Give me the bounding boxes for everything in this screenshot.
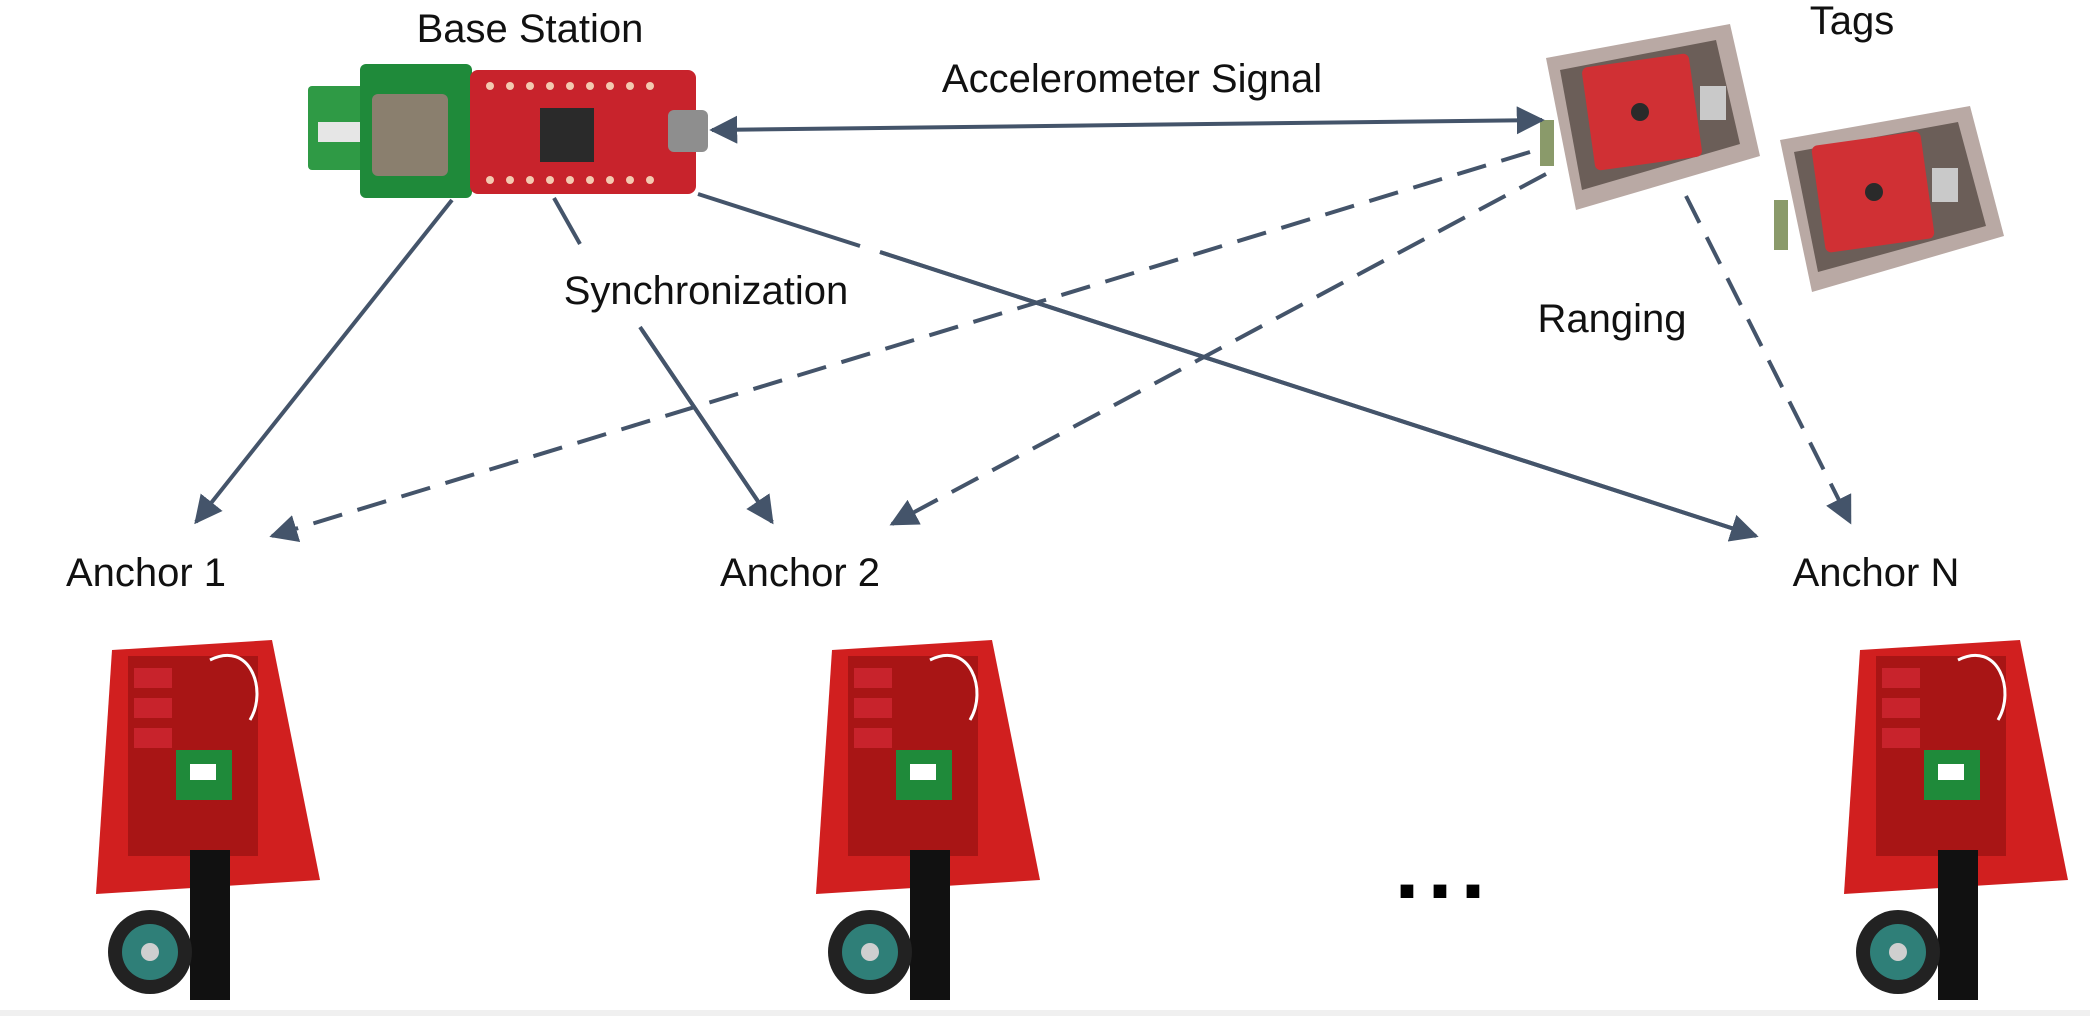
anchor-1-label: Anchor 1	[66, 551, 226, 595]
base-station-label: Base Station	[417, 7, 644, 51]
accelerometer-arrow	[709, 106, 1545, 144]
ranging-arrow-anchor-2	[889, 172, 1547, 526]
anchor-device-image	[1842, 638, 2070, 1002]
anchor-n-label: Anchor N	[1793, 551, 1960, 595]
bottom-divider	[0, 1010, 2090, 1016]
ranging-arrow-anchor-n	[1684, 195, 1852, 525]
anchor-2-label: Anchor 2	[720, 551, 880, 595]
tag-device-image	[1774, 106, 2004, 292]
tag-device-image	[1540, 24, 1760, 210]
anchor-device-image	[96, 640, 320, 1000]
tags-label: Tags	[1810, 0, 1895, 43]
ranging-label: Ranging	[1537, 297, 1686, 341]
ellipsis-label: ...	[1394, 818, 1493, 918]
accelerometer-signal-label: Accelerometer Signal	[942, 57, 1322, 101]
sync-arrow-anchor-1	[194, 198, 454, 525]
sync-arrow-anchor-2-head	[638, 325, 774, 525]
synchronization-label: Synchronization	[564, 269, 849, 313]
ranging-arrow-anchor-1	[269, 150, 1531, 543]
sync-arrow-anchor-n-head	[879, 250, 1759, 542]
base-station-image	[308, 64, 708, 198]
anchor-device-image	[814, 638, 1042, 1002]
